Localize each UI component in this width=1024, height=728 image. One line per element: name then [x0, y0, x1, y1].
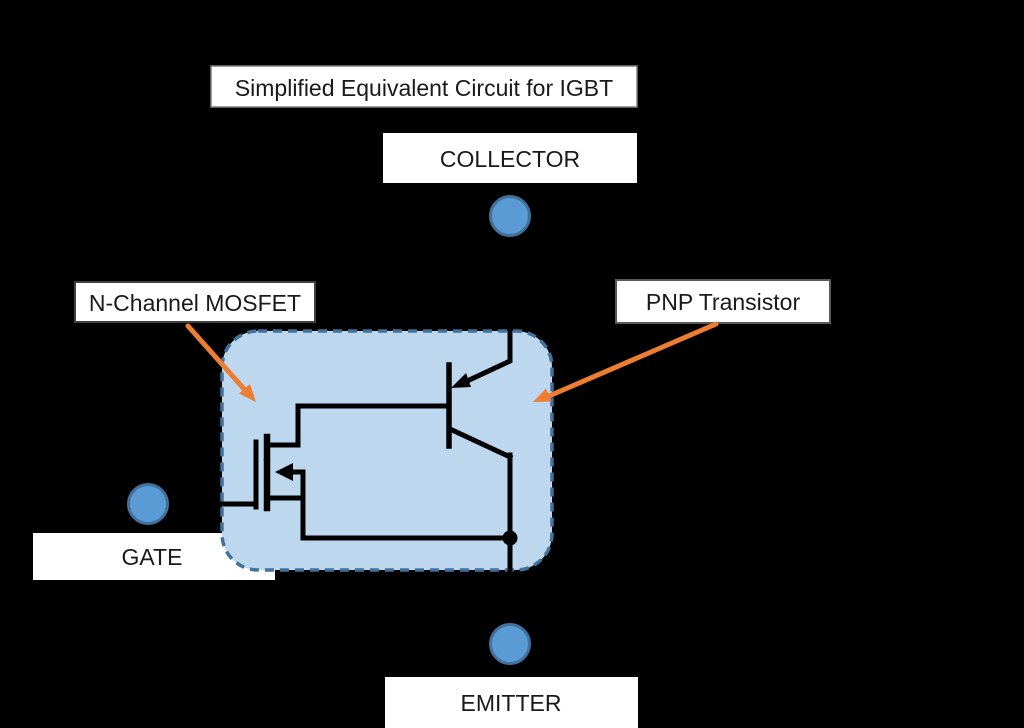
- title-box: [210, 65, 638, 108]
- emitter-label: EMITTER: [461, 690, 562, 716]
- pnp-callout-arrow-line: [546, 321, 719, 399]
- pnp-callout-arrow: [533, 321, 719, 402]
- pnp-callout-arrowhead-icon: [533, 388, 552, 402]
- mosfet-callout-arrowhead-icon: [239, 384, 256, 402]
- mosfet-drain-wire: [264, 403, 452, 448]
- gate-label: GATE: [122, 544, 183, 570]
- mosfet-callout-arrow: [185, 323, 256, 402]
- mosfet-callout-box: [74, 281, 316, 323]
- collector-label: COLLECTOR: [440, 146, 580, 172]
- pnp-callout-label: PNP Transistor: [646, 289, 801, 315]
- collector-wire: [461, 231, 513, 386]
- mosfet-source-wire: [264, 495, 513, 541]
- diagram-title: Simplified Equivalent Circuit for IGBT: [235, 75, 613, 101]
- emitter-terminal-dot: [489, 623, 531, 665]
- mosfet-callout-arrow-line: [185, 323, 248, 393]
- collector-label-box: [383, 133, 637, 183]
- collector-terminal-dot: [489, 195, 531, 237]
- pnp-collector-wire: [446, 425, 514, 461]
- gate-terminal-dot: [127, 483, 169, 525]
- emitter-junction-dot: [502, 530, 518, 546]
- mosfet-body-wire: [288, 469, 306, 500]
- pnp-callout-box: [615, 279, 831, 324]
- mosfet-callout-label: N-Channel MOSFET: [89, 290, 301, 316]
- pnp-emitter-arrowhead-icon: [451, 373, 471, 388]
- emitter-label-box: [385, 677, 638, 728]
- mosfet-body-arrowhead-icon: [275, 463, 293, 481]
